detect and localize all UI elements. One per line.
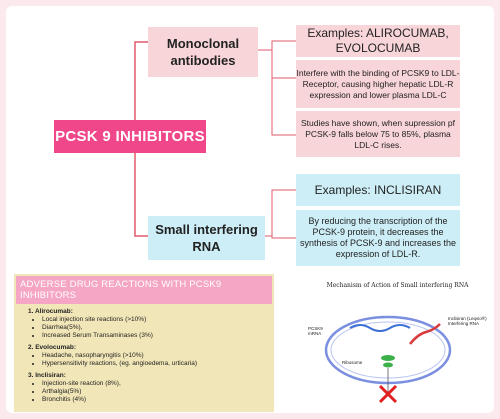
sirna-strand: [409, 323, 441, 345]
monoclonal-label: Monoclonal antibodies: [148, 27, 258, 77]
monoclonal-studies: Studies have shown, when supression pf P…: [296, 111, 460, 157]
drug-name: 3. Inclisiran:: [28, 372, 66, 379]
ribosome-lower: [383, 362, 393, 368]
inclisiran-label: Inclisiran (Leqvio®) Interfering RNA: [448, 316, 487, 326]
ribosome-label: Ribosome: [342, 360, 363, 365]
sirna-examples: Examples: INCLISIRAN: [296, 174, 460, 206]
cell-illustration: [324, 315, 452, 404]
adverse-reactions-panel: ADVERSE DRUG REACTIONS WITH PCSK9 INHIBI…: [14, 274, 274, 412]
sirna-mechanism: By reducing the transcription of the PCS…: [296, 210, 460, 266]
adr-title: ADVERSE DRUG REACTIONS WITH PCSK9 INHIBI…: [16, 276, 272, 304]
drug-name: 2. Evolocumab:: [28, 344, 77, 351]
main-title: PCSK 9 INHIBITORS: [54, 120, 206, 153]
mrna-strand: [349, 324, 411, 332]
list-item: Headache, nasopharyngitis (>10%): [42, 352, 274, 360]
list-item: Diarrhea(5%),: [42, 324, 274, 332]
ribosome: [381, 355, 395, 361]
drug-inclisiran: 3. Inclisiran: Injection-site reaction (…: [28, 372, 274, 404]
drug-evolocumab: 2. Evolocumab: Headache, nasopharyngitis…: [28, 344, 274, 368]
block-x-icon: [378, 384, 398, 404]
pcsk9-mrna-label: PCSK9 mRNA: [308, 326, 323, 336]
drug-alirocumab: 1. Alirocumab: Local injection site reac…: [28, 308, 274, 340]
list-item: Arthalgia(5%): [42, 388, 274, 396]
list-item: Hypersensitivity reactions, (eg. angioed…: [42, 360, 274, 368]
monoclonal-examples: Examples: ALIROCUMAB, EVOLOCUMAB: [296, 25, 460, 57]
list-item: Injection-site reaction (8%),: [42, 380, 274, 388]
monoclonal-mechanism: Interfere with the binding of PCSK9 to L…: [296, 60, 460, 108]
list-item: Increased Serum Transaminases (3%): [42, 332, 274, 340]
mechanism-diagram: Mechanism of Action of Small interfering…: [300, 282, 495, 410]
sirna-label: Small interfering RNA: [148, 216, 265, 260]
diagram-title: Mechanism of Action of Small interfering…: [326, 282, 469, 289]
drug-name: 1. Alirocumab:: [28, 308, 73, 315]
list-item: Local injection site reactions (>10%): [42, 316, 274, 324]
list-item: Bronchitis (4%): [42, 396, 274, 404]
